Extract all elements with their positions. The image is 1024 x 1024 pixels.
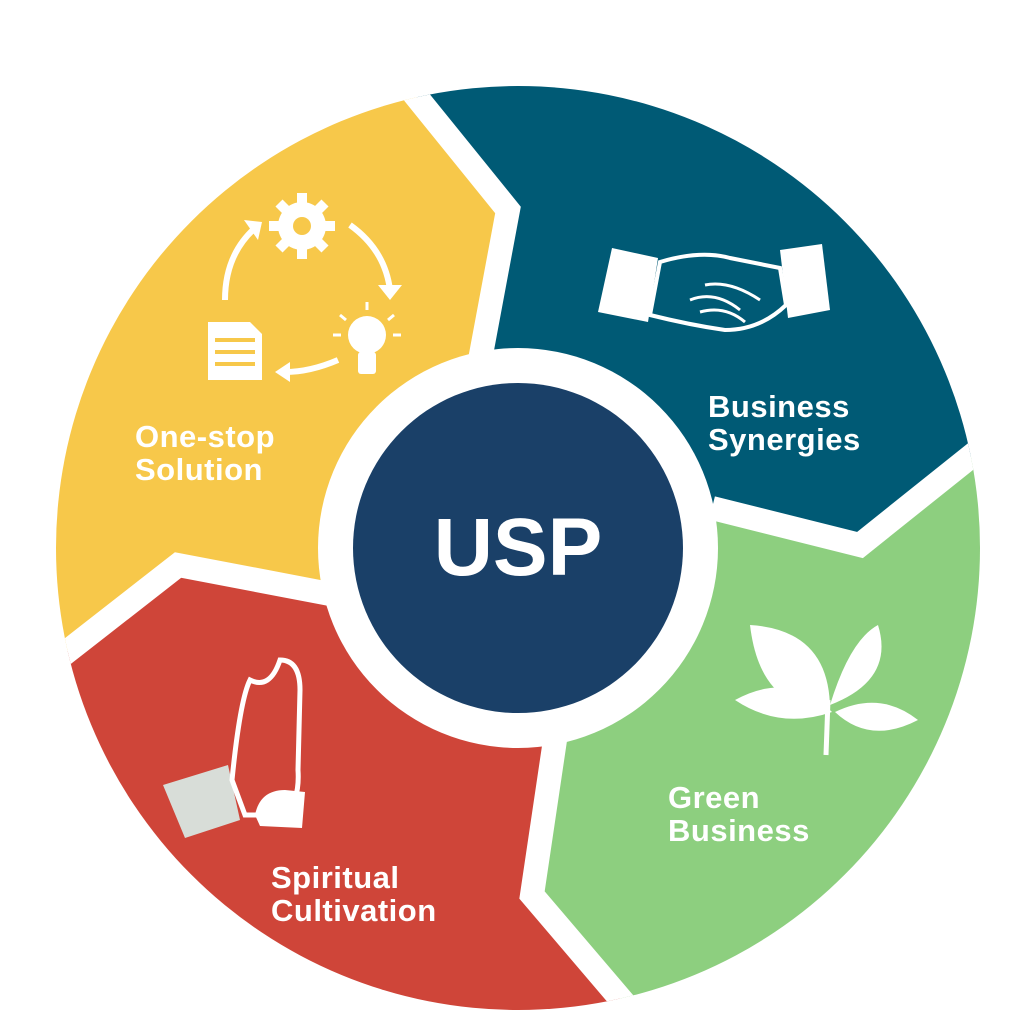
praying-hands-icon — [163, 657, 305, 838]
label-spiritual-cultivation: Spiritual Cultivation — [271, 861, 437, 927]
label-line: Synergies — [708, 422, 861, 457]
label-line: Business — [708, 389, 850, 424]
label-business-synergies: Business Synergies — [708, 390, 861, 456]
label-line: Green — [668, 780, 761, 815]
cycle-gear-bulb-document-icon — [208, 193, 402, 382]
label-line: Solution — [135, 452, 263, 487]
center-label: USP — [433, 502, 603, 593]
label-line: One-stop — [135, 419, 276, 454]
label-line: Business — [668, 813, 810, 848]
label-one-stop-solution: One-stop Solution — [135, 420, 275, 486]
leaves-icon — [735, 625, 918, 756]
handshake-icon — [598, 244, 830, 333]
center-circle — [353, 383, 683, 713]
label-green-business: Green Business — [668, 781, 810, 847]
label-line: Spiritual — [271, 860, 400, 895]
label-line: Cultivation — [271, 893, 437, 928]
